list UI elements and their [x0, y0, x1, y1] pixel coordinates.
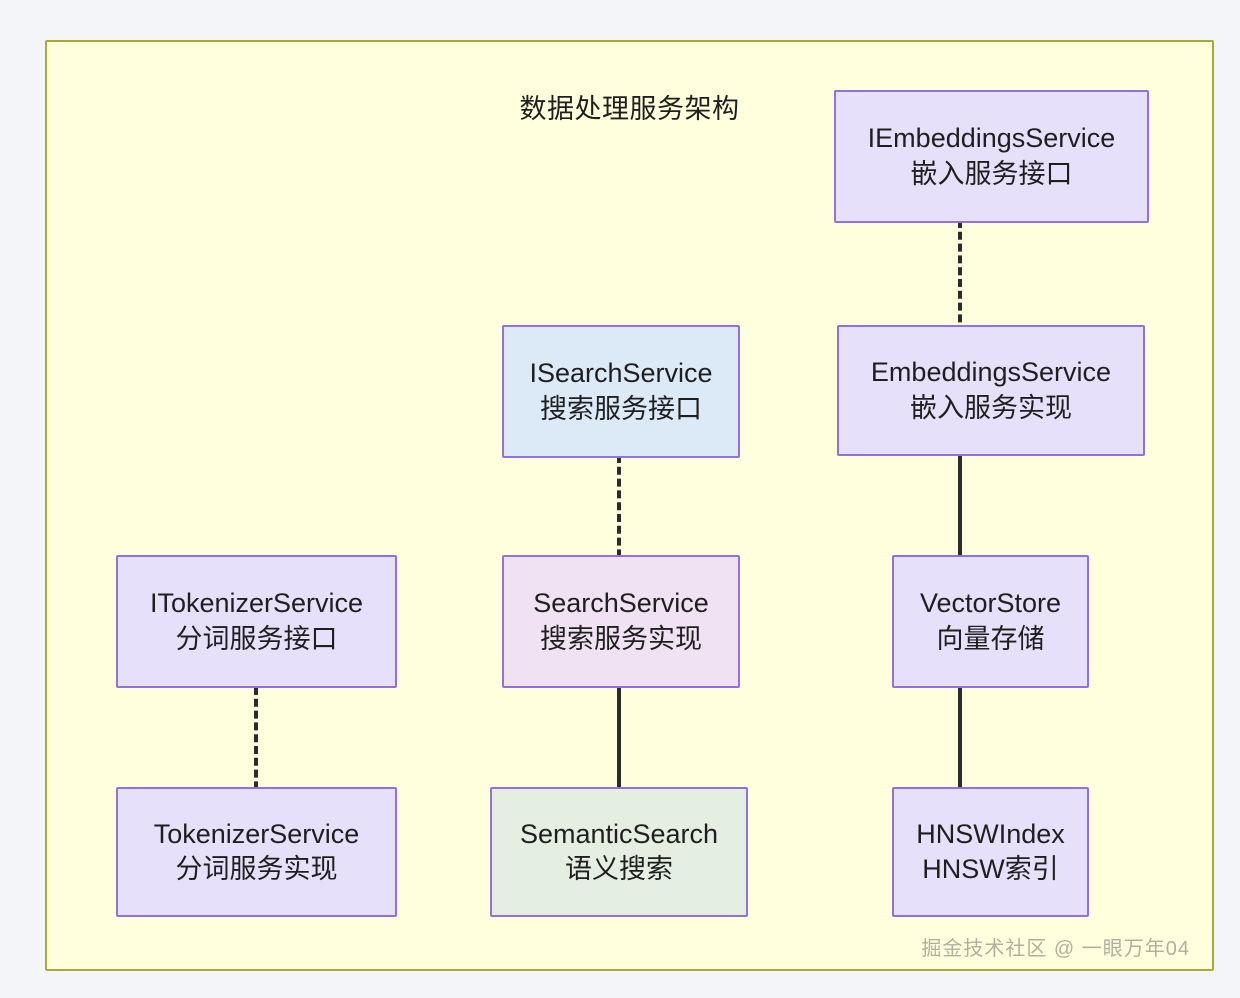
- node-semanticsearch[interactable]: SemanticSearch 语义搜索: [490, 787, 748, 917]
- watermark-text: 掘金技术社区 @ 一眼万年04: [921, 938, 1190, 960]
- node-label-en: VectorStore: [919, 588, 1062, 619]
- node-label-zh: 分词服务实现: [175, 854, 338, 884]
- node-iembeddingsservice[interactable]: IEmbeddingsService 嵌入服务接口: [834, 90, 1149, 223]
- node-label-en: ITokenizerService: [149, 588, 364, 619]
- edge-line: [958, 452, 962, 581]
- node-label-zh: 分词服务接口: [175, 623, 338, 654]
- node-label-en: EmbeddingsService: [870, 357, 1112, 388]
- node-embeddingsservice[interactable]: EmbeddingsService 嵌入服务实现: [837, 325, 1145, 456]
- edge-line: [617, 687, 621, 813]
- node-hnswindex[interactable]: HNSWIndex HNSW索引: [892, 787, 1089, 917]
- node-label-zh: 嵌入服务接口: [910, 158, 1073, 189]
- node-vectorstore[interactable]: VectorStore 向量存储: [892, 555, 1089, 688]
- node-label-zh: HNSW索引: [922, 854, 1059, 884]
- node-label-en: ISearchService: [529, 358, 713, 389]
- node-searchservice[interactable]: SearchService 搜索服务实现: [502, 555, 740, 688]
- node-label-en: IEmbeddingsService: [867, 123, 1116, 154]
- node-isearchservice[interactable]: ISearchService 搜索服务接口: [502, 325, 740, 458]
- edge-line: [617, 455, 621, 581]
- node-label-zh: 搜索服务接口: [540, 393, 702, 424]
- node-label-zh: 向量存储: [936, 623, 1045, 654]
- subgraph-container: 数据处理服务架构: [45, 40, 1214, 971]
- edge-line: [958, 687, 962, 813]
- edge-line: [958, 220, 962, 346]
- node-label-en: TokenizerService: [153, 818, 360, 849]
- node-tokenizerservice[interactable]: TokenizerService 分词服务实现: [116, 787, 397, 917]
- diagram-title: 数据处理服务架构: [519, 94, 740, 124]
- node-label-en: SearchService: [533, 588, 709, 619]
- node-label-zh: 语义搜索: [565, 854, 673, 884]
- edge-line: [254, 687, 258, 813]
- node-label-zh: 搜索服务实现: [540, 623, 702, 654]
- node-label-en: HNSWIndex: [916, 818, 1065, 849]
- node-itokenizerservice[interactable]: ITokenizerService 分词服务接口: [116, 555, 397, 688]
- node-label-zh: 嵌入服务实现: [910, 392, 1072, 423]
- node-label-en: SemanticSearch: [519, 818, 719, 849]
